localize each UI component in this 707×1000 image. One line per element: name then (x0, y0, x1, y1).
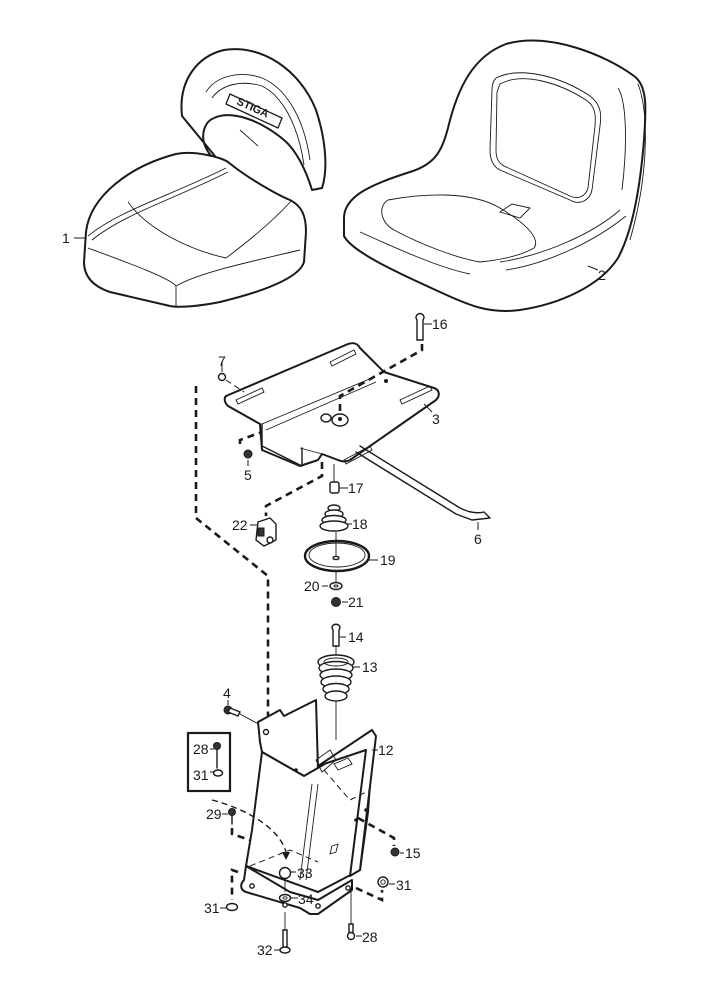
leader-2 (587, 265, 599, 271)
callout-2[interactable]: 2 (598, 267, 606, 283)
nut-7: 7 (217, 353, 245, 393)
nut-5: 5 (238, 430, 263, 483)
callout-28-kit[interactable]: 28 (193, 741, 209, 757)
callout-17[interactable]: 17 (348, 480, 364, 496)
nut-21: 21 (331, 594, 364, 610)
washer-34: 34 (278, 891, 314, 907)
callout-29[interactable]: 29 (206, 806, 222, 822)
guide-line-plate-bracket (194, 386, 270, 716)
guide-line-switch (264, 462, 324, 516)
callout-18[interactable]: 18 (352, 516, 368, 532)
nut-31-right: 31 (355, 876, 412, 903)
switch-22: 22 (232, 517, 277, 547)
callout-3[interactable]: 3 (432, 411, 440, 427)
mounting-plate-3: 3 (223, 342, 440, 467)
knob-33: 33 (278, 865, 313, 892)
bolt-4: 4 (223, 685, 263, 727)
adjustment-rod-6: 6 (355, 445, 491, 547)
callout-21[interactable]: 21 (348, 594, 364, 610)
callout-12[interactable]: 12 (378, 742, 394, 758)
kit-box-28-31: 28 31 (186, 731, 232, 793)
callout-14[interactable]: 14 (348, 629, 364, 645)
bolt-28-kit: 28 (193, 741, 221, 769)
callout-1[interactable]: 1 (62, 230, 70, 246)
callout-4[interactable]: 4 (223, 685, 231, 701)
spring-13: 13 (317, 654, 378, 702)
nut-15: 15 (357, 816, 421, 861)
callout-22[interactable]: 22 (232, 517, 248, 533)
callout-13[interactable]: 13 (362, 659, 378, 675)
bolt-28-bottom: 28 (346, 888, 378, 945)
callout-7[interactable]: 7 (218, 353, 226, 369)
callout-20[interactable]: 20 (304, 578, 320, 594)
callout-31-kit[interactable]: 31 (193, 767, 209, 783)
nut-31-left: 31 (204, 868, 239, 916)
nut-31-kit: 31 (193, 767, 224, 783)
callout-5[interactable]: 5 (244, 467, 252, 483)
callout-32[interactable]: 32 (257, 942, 273, 958)
bolt-29: 29 (206, 806, 251, 842)
callout-31-right[interactable]: 31 (396, 877, 412, 893)
callout-19[interactable]: 19 (380, 552, 396, 568)
seat-bracket-12: 12 (240, 699, 394, 915)
bolt-32: 32 (257, 912, 291, 958)
spring-18: 18 (319, 504, 368, 532)
callout-34[interactable]: 34 (298, 891, 314, 907)
bolt-16: 16 (338, 312, 448, 412)
bushing-17: 17 (329, 464, 364, 496)
disc-19: 19 (303, 532, 396, 573)
bolt-14: 14 (331, 623, 364, 740)
callout-6[interactable]: 6 (474, 531, 482, 547)
callout-15[interactable]: 15 (405, 845, 421, 861)
callout-33[interactable]: 33 (297, 865, 313, 881)
washer-20: 20 (304, 572, 343, 594)
seat-1: STIGA 1 (62, 48, 327, 308)
seat-2: 2 (343, 39, 647, 313)
guide-arrow-kit (211, 799, 287, 853)
callout-31-left[interactable]: 31 (204, 900, 220, 916)
arrow-head-icon (282, 852, 290, 860)
callout-16[interactable]: 16 (432, 316, 448, 332)
callout-28-bottom[interactable]: 28 (362, 929, 378, 945)
